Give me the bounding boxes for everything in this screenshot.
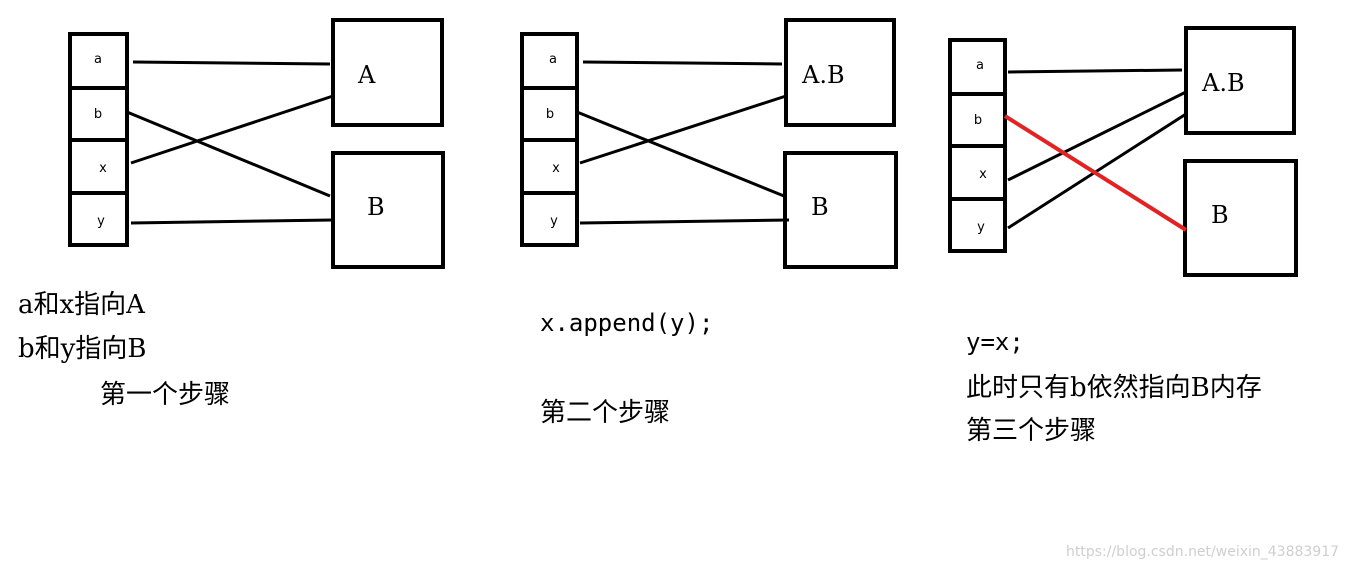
var-label-x: x [979,167,987,182]
object-box-AB [1184,26,1296,135]
code-line: y=x; [966,328,1024,356]
object-label-B: B [367,193,385,221]
object-box-B [783,151,898,269]
panel-1: a b x y A B [68,18,445,269]
step-label-3: 第三个步骤 [966,416,1097,446]
object-label-B: B [811,193,829,221]
caption-line-2: b和y指向B [18,334,147,364]
object-box-B [1183,159,1298,277]
var-label-b: b [94,107,102,122]
arrow-b-to-B-highlight [1003,114,1188,232]
watermark: https://blog.csdn.net/weixin_43883917 [1066,544,1340,560]
var-label-x: x [99,161,107,176]
var-label-a: a [94,52,102,67]
object-box-A [331,18,444,127]
step-label-2: 第二个步骤 [540,398,671,428]
panel-2: a b x y A.B B [520,18,898,269]
object-box-AB [784,18,896,127]
arrow-b-to-B [576,110,785,198]
arrow-y-to-AB [1007,112,1187,230]
arrow-x-to-AB [579,94,787,165]
panel-3: a b x y A.B B [948,26,1298,277]
arrow-a-to-A [132,60,331,66]
object-label-AB: A.B [801,61,845,89]
object-label-AB: A.B [1201,69,1245,97]
var-label-b: b [546,107,554,122]
arrow-y-to-B [579,218,790,225]
var-label-b: b [974,113,982,128]
object-label-A: A [357,61,376,89]
var-label-x: x [552,161,560,176]
code-line: x.append(y); [540,309,714,337]
var-label-y: y [97,214,105,229]
var-label-y: y [977,220,985,235]
step-label-1: 第一个步骤 [100,380,231,410]
object-box-B [331,151,445,269]
arrow-x-to-AB [1007,90,1187,182]
arrow-a-to-AB [582,60,783,66]
arrow-y-to-B [130,218,334,225]
arrow-b-to-B [126,110,331,198]
caption-line-1: a和x指向A [18,290,145,320]
var-label-a: a [976,58,984,73]
arrow-x-to-A [130,94,334,165]
arrow-a-to-AB [1007,68,1183,74]
var-label-y: y [550,214,558,229]
object-label-B: B [1211,201,1229,229]
var-label-a: a [549,52,557,67]
note-line: 此时只有b依然指向B内存 [966,373,1262,403]
